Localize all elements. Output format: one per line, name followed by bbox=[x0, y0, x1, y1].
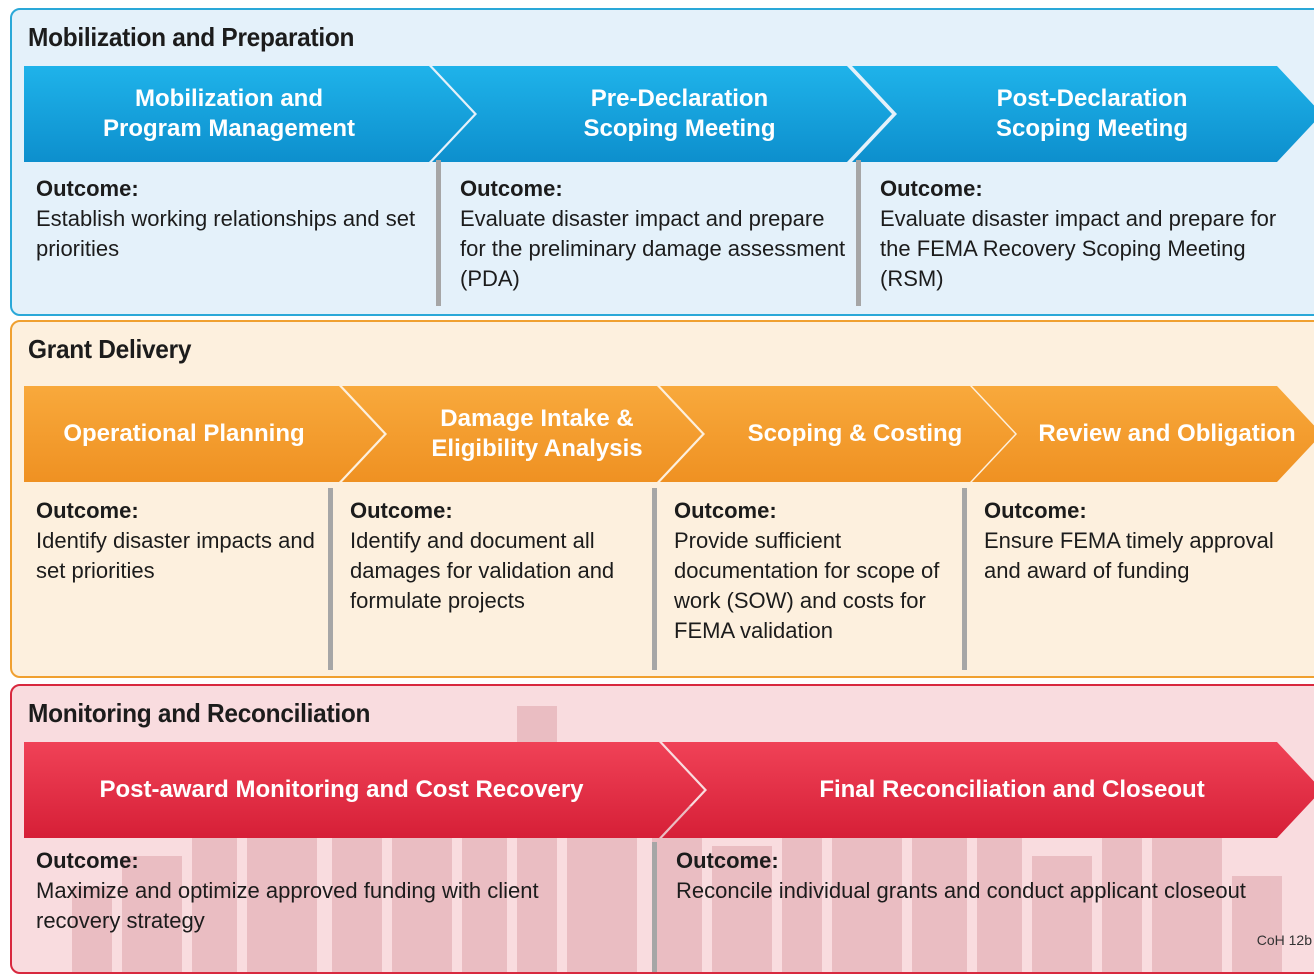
outcome-label: Outcome: bbox=[36, 176, 139, 201]
section-grant-delivery: Grant Delivery Operational Planning Dama… bbox=[10, 320, 1314, 678]
step-operational-planning: Operational Planning bbox=[24, 386, 384, 482]
outcome-text: Evaluate disaster impact and prepare for… bbox=[880, 206, 1277, 291]
step-final-reconciliation: Final Reconciliation and Closeout bbox=[662, 742, 1314, 838]
outcome-block: Outcome: Ensure FEMA timely approval and… bbox=[984, 496, 1314, 586]
step-review-obligation: Review and Obligation bbox=[972, 386, 1314, 482]
outcome-text: Evaluate disaster impact and prepare for… bbox=[460, 206, 846, 291]
step-scoping-costing: Scoping & Costing bbox=[660, 386, 1015, 482]
outcome-block: Outcome: Identify and document all damag… bbox=[350, 496, 650, 616]
column-divider bbox=[652, 488, 657, 670]
column-divider bbox=[962, 488, 967, 670]
section-title: Grant Delivery bbox=[28, 334, 192, 364]
outcome-label: Outcome: bbox=[460, 176, 563, 201]
outcome-text: Reconcile individual grants and conduct … bbox=[676, 878, 1246, 903]
city-skyline-background bbox=[72, 706, 1282, 972]
column-divider bbox=[436, 160, 441, 306]
column-divider bbox=[856, 160, 861, 306]
outcome-block: Outcome: Reconcile individual grants and… bbox=[676, 846, 1314, 906]
slide-tag: CoH 12b bbox=[1256, 932, 1312, 948]
outcome-block: Outcome: Maximize and optimize approved … bbox=[36, 846, 616, 936]
outcome-block: Outcome: Evaluate disaster impact and pr… bbox=[460, 174, 850, 294]
outcome-text: Maximize and optimize approved funding w… bbox=[36, 878, 539, 933]
outcome-block: Outcome: Establish working relationships… bbox=[36, 174, 426, 264]
outcome-label: Outcome: bbox=[36, 498, 139, 523]
section-title: Mobilization and Preparation bbox=[28, 22, 355, 52]
column-divider bbox=[328, 488, 333, 670]
outcome-text: Ensure FEMA timely approval and award of… bbox=[984, 528, 1274, 583]
outcome-label: Outcome: bbox=[674, 498, 777, 523]
outcome-text: Provide sufficient documentation for sco… bbox=[674, 528, 940, 643]
step-damage-intake-eligibility: Damage Intake & Eligibility Analysis bbox=[342, 386, 702, 482]
step-post-declaration-scoping: Post-Declaration Scoping Meeting bbox=[852, 66, 1314, 162]
outcome-block: Outcome: Evaluate disaster impact and pr… bbox=[880, 174, 1280, 294]
outcome-text: Identify disaster impacts and set priori… bbox=[36, 528, 315, 583]
outcome-label: Outcome: bbox=[36, 848, 139, 873]
outcome-label: Outcome: bbox=[880, 176, 983, 201]
outcome-text: Establish working relationships and set … bbox=[36, 206, 416, 261]
step-pre-declaration-scoping: Pre-Declaration Scoping Meeting bbox=[432, 66, 892, 162]
outcome-label: Outcome: bbox=[676, 848, 779, 873]
step-post-award-monitoring: Post-award Monitoring and Cost Recovery bbox=[24, 742, 704, 838]
section-mobilization: Mobilization and Preparation Mobilizatio… bbox=[10, 8, 1314, 316]
section-monitoring: Monitoring and Reconciliation Post-award… bbox=[10, 684, 1314, 974]
column-divider bbox=[652, 842, 657, 972]
outcome-text: Identify and document all damages for va… bbox=[350, 528, 615, 613]
outcome-block: Outcome: Provide sufficient documentatio… bbox=[674, 496, 954, 646]
section-title: Monitoring and Reconciliation bbox=[28, 698, 371, 728]
outcome-block: Outcome: Identify disaster impacts and s… bbox=[36, 496, 326, 586]
outcome-label: Outcome: bbox=[350, 498, 453, 523]
step-mobilization-program-management: Mobilization and Program Management bbox=[24, 66, 474, 162]
outcome-label: Outcome: bbox=[984, 498, 1087, 523]
